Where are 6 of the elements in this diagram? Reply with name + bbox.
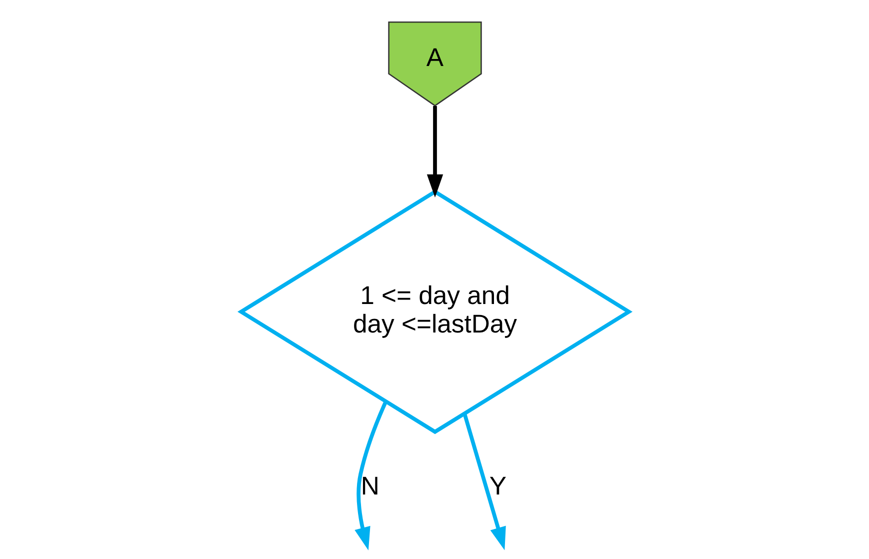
arrow: [462, 413, 506, 550]
arrow: [354, 401, 387, 550]
arrow: [426, 106, 443, 198]
edge-label: N: [360, 472, 379, 501]
node-diamond: 1 <= day and day <=lastDay: [236, 189, 632, 434]
edge-label: Y: [488, 472, 506, 501]
